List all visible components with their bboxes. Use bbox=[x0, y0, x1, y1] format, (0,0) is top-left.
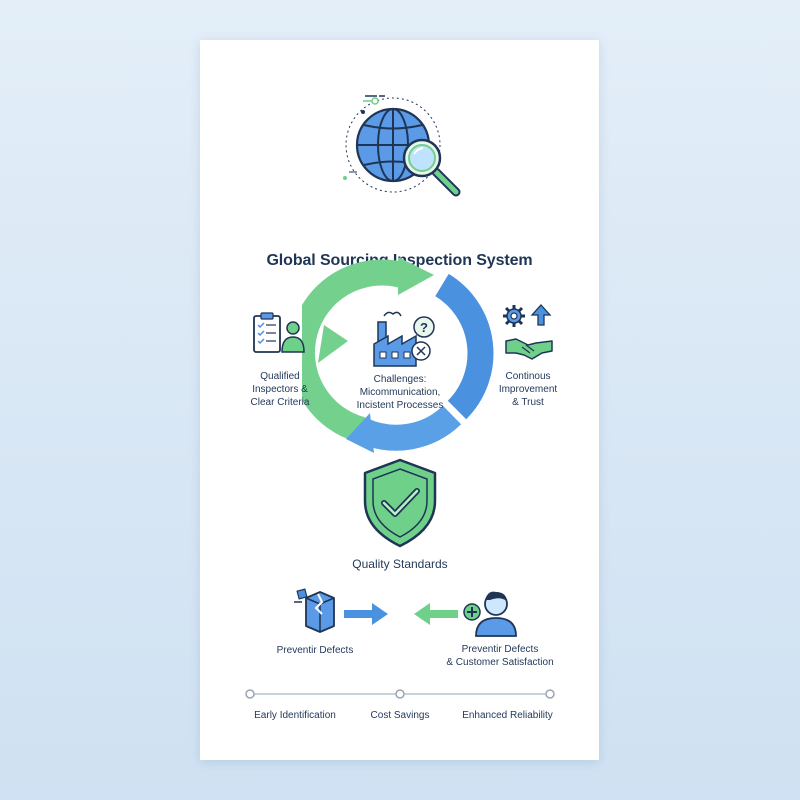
timeline-dot bbox=[395, 689, 405, 699]
inspector-icon bbox=[281, 321, 305, 353]
damaged-box-icon bbox=[294, 588, 335, 633]
cycle-left-label: Qualified Inspectors & Clear Criteria bbox=[250, 371, 310, 408]
shield-check-icon bbox=[363, 458, 437, 548]
timeline-step: Early Identification bbox=[254, 710, 336, 721]
arrow-left-icon bbox=[414, 603, 458, 625]
question-icon: ? bbox=[413, 316, 435, 338]
flow-left-label: Preventir Defects bbox=[276, 645, 354, 656]
infographic-card: Global Sourcing Inspection System ? Chal… bbox=[200, 40, 599, 760]
flow-right-label: Preventir Defects & Customer Satisfactio… bbox=[446, 644, 554, 668]
magnifier-icon bbox=[402, 138, 461, 197]
gear-icon bbox=[503, 305, 525, 327]
timeline-step: Cost Savings bbox=[370, 710, 430, 721]
arrow-right-icon bbox=[344, 603, 388, 625]
cycle-center-label: Challenges: Micommunication, Incistent P… bbox=[356, 374, 444, 411]
timeline-track bbox=[245, 689, 555, 699]
cycle-diagram bbox=[302, 257, 494, 453]
handshake-icon bbox=[505, 338, 553, 360]
arrow-up-icon bbox=[530, 304, 552, 326]
timeline-dot bbox=[545, 689, 555, 699]
timeline-step: Enhanced Reliability bbox=[462, 710, 553, 721]
timeline-dot bbox=[245, 689, 255, 699]
x-icon bbox=[411, 341, 431, 361]
clipboard-icon bbox=[253, 312, 305, 353]
plus-icon bbox=[463, 603, 481, 621]
cycle-right-label: Continous Improvement & Trust bbox=[498, 371, 558, 408]
customer-icon bbox=[463, 591, 517, 637]
svg-text:?: ? bbox=[420, 320, 428, 335]
quality-standards-label: Quality Standards bbox=[352, 557, 448, 571]
